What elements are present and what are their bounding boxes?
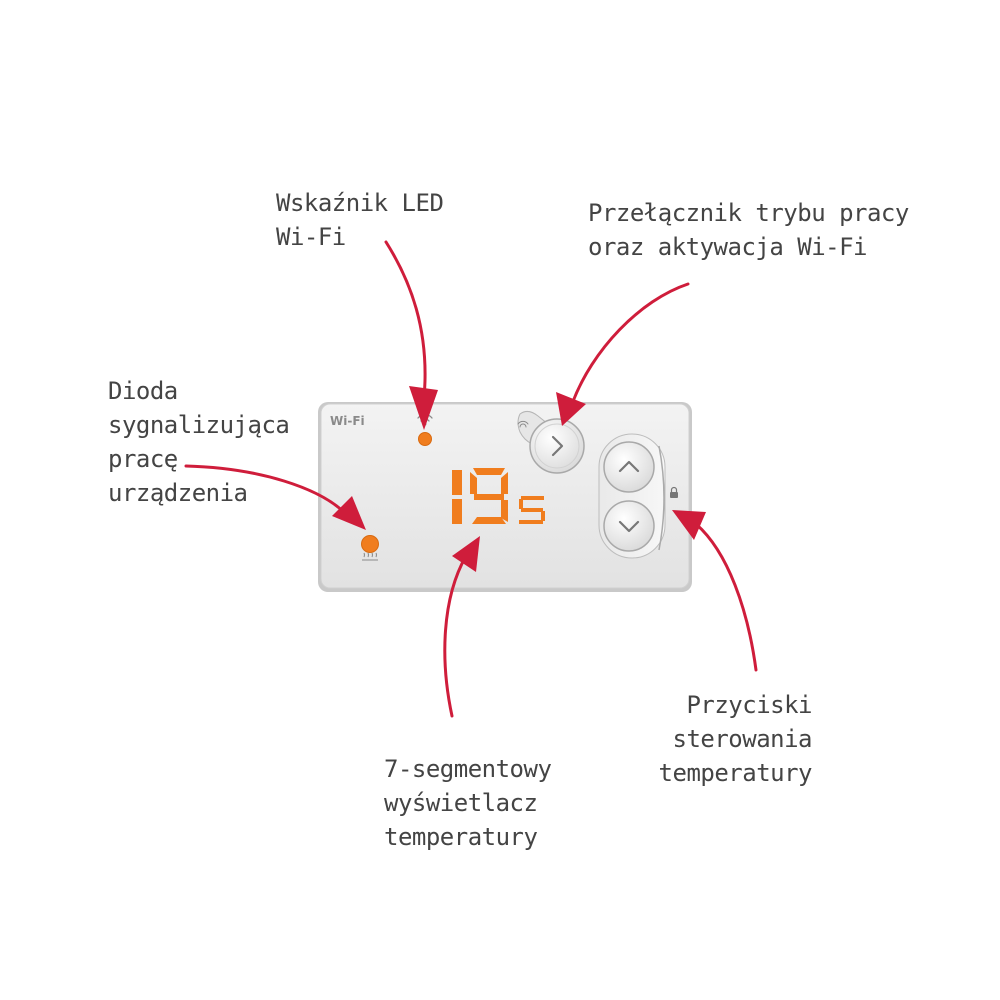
annotation-temp-buttons-line-2: sterowania [672, 725, 813, 753]
arrowhead-display [452, 536, 480, 572]
annotation-display-line-3: temperatury [384, 823, 538, 851]
thermostat-panel [318, 402, 692, 592]
arrowhead-status-diode [332, 496, 366, 530]
annotation-status-diode-line-4: urządzenia [108, 479, 248, 507]
annotation-display-line-2: wyświetlacz [384, 789, 538, 817]
annotation-status-diode-line-3: pracę [108, 445, 178, 473]
arrow-status-diode [184, 464, 348, 516]
arrowhead-wifi-led [409, 386, 438, 430]
chevron-right-icon [551, 435, 564, 457]
arrow-temp-buttons [694, 522, 758, 672]
arrow-mode-switch [570, 282, 690, 406]
chevron-up-icon [618, 460, 640, 473]
wifi-label: Wi-Fi [330, 414, 365, 428]
annotation-wifi-led-line-1: Wskaźnik LED [276, 189, 444, 217]
arrow-display [443, 554, 468, 718]
heater-icon [362, 552, 378, 561]
arrowhead-temp-buttons [672, 510, 706, 540]
arrowhead-mode-switch [556, 392, 586, 426]
annotation-mode-switch-line-1: Przełącznik trybu pracy [588, 199, 909, 227]
annotation-temp-buttons: Przyciski sterowania temperatury [650, 688, 813, 790]
temperature-down-button[interactable] [603, 500, 655, 552]
annotation-temp-buttons-line-1: Przyciski [686, 691, 812, 719]
annotation-wifi-led: Wskaźnik LED Wi-Fi [276, 186, 444, 254]
status-diode [361, 535, 379, 553]
annotation-status-diode: Dioda sygnalizująca pracę urządzenia [108, 374, 290, 510]
annotation-temp-buttons-line-3: temperatury [658, 759, 813, 787]
mode-button[interactable] [517, 410, 585, 474]
annotation-display-line-1: 7-segmentowy [384, 755, 552, 783]
wifi-led [418, 432, 432, 446]
chevron-down-icon [618, 520, 640, 533]
annotation-mode-switch-line-2: oraz aktywacja Wi-Fi [588, 233, 867, 261]
mode-wifi-icon [517, 420, 529, 428]
temperature-up-button[interactable] [603, 441, 655, 493]
seven-segment-display [452, 468, 545, 524]
annotation-mode-switch: Przełącznik trybu pracy oraz aktywacja W… [588, 196, 909, 264]
annotation-status-diode-line-2: sygnalizująca [108, 411, 290, 439]
annotation-display: 7-segmentowy wyświetlacz temperatury [384, 752, 552, 854]
annotation-wifi-led-line-2: Wi-Fi [276, 223, 346, 251]
annotation-status-diode-line-1: Dioda [108, 377, 178, 405]
lock-icon [670, 486, 678, 498]
arrow-wifi-led [384, 240, 427, 400]
